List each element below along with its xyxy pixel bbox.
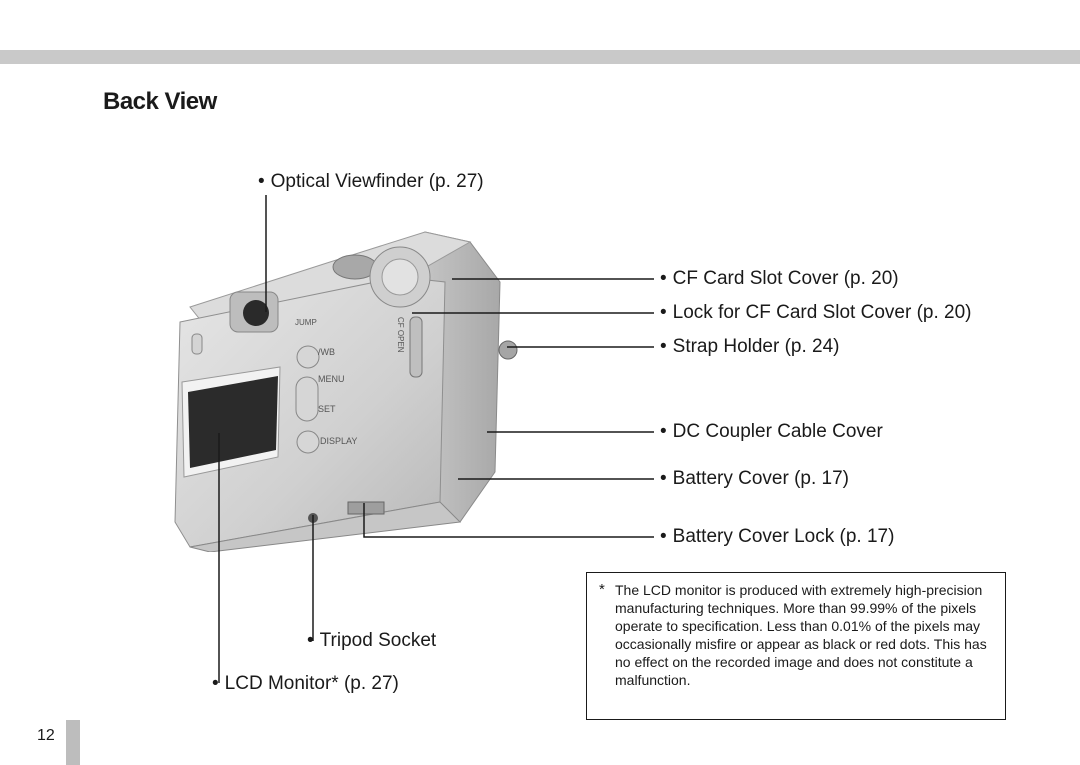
display-camera-label: DISPLAY bbox=[320, 436, 357, 446]
camera-back-illustration: /WB MENU SET DISPLAY JUMP CF OPEN bbox=[174, 231, 518, 552]
label-text: DC Coupler Cable Cover bbox=[672, 421, 883, 442]
label-cf-card-slot-cover: •CF Card Slot Cover (p. 20) bbox=[660, 268, 899, 290]
note-asterisk: * bbox=[599, 581, 605, 598]
top-divider-bar bbox=[0, 50, 1080, 64]
label-battery-cover-lock: •Battery Cover Lock (p. 17) bbox=[660, 526, 894, 548]
label-text: CF Card Slot Cover (p. 20) bbox=[672, 268, 899, 289]
bullet: • bbox=[660, 302, 667, 323]
label-tripod-socket: •Tripod Socket bbox=[307, 630, 436, 652]
page-number: 12 bbox=[37, 727, 55, 744]
menu-camera-label: MENU bbox=[318, 374, 345, 384]
bullet: • bbox=[258, 171, 265, 192]
label-text: LCD Monitor* (p. 27) bbox=[224, 673, 399, 694]
bullet: • bbox=[660, 421, 667, 442]
bullet: • bbox=[307, 630, 314, 651]
label-text: Lock for CF Card Slot Cover (p. 20) bbox=[672, 302, 972, 323]
label-text: Battery Cover (p. 17) bbox=[672, 468, 849, 489]
label-lock-cf-card-slot-cover: •Lock for CF Card Slot Cover (p. 20) bbox=[660, 302, 971, 324]
bullet: • bbox=[660, 526, 667, 547]
note-text: The LCD monitor is produced with extreme… bbox=[615, 582, 987, 688]
label-optical-viewfinder: •Optical Viewfinder (p. 27) bbox=[258, 171, 484, 193]
bullet: • bbox=[660, 468, 667, 489]
bullet: • bbox=[660, 268, 667, 289]
label-dc-coupler-cable-cover: •DC Coupler Cable Cover bbox=[660, 421, 883, 443]
label-battery-cover: •Battery Cover (p. 17) bbox=[660, 468, 849, 490]
label-lcd-monitor: •LCD Monitor* (p. 27) bbox=[212, 673, 399, 695]
wb-camera-label: /WB bbox=[318, 347, 335, 357]
label-text: Battery Cover Lock (p. 17) bbox=[672, 526, 895, 547]
label-text: Optical Viewfinder (p. 27) bbox=[270, 171, 484, 192]
set-camera-label: SET bbox=[318, 404, 336, 414]
label-strap-holder: •Strap Holder (p. 24) bbox=[660, 336, 840, 358]
label-text: Tripod Socket bbox=[319, 630, 437, 651]
jump-camera-label: JUMP bbox=[295, 318, 317, 327]
section-title: Back View bbox=[103, 88, 217, 115]
label-text: Strap Holder (p. 24) bbox=[672, 336, 840, 357]
lcd-note-box: * The LCD monitor is produced with extre… bbox=[586, 572, 1006, 720]
bullet: • bbox=[212, 673, 219, 694]
bullet: • bbox=[660, 336, 667, 357]
page-tab-marker bbox=[66, 720, 80, 765]
cf-open-camera-label: CF OPEN bbox=[396, 317, 405, 353]
